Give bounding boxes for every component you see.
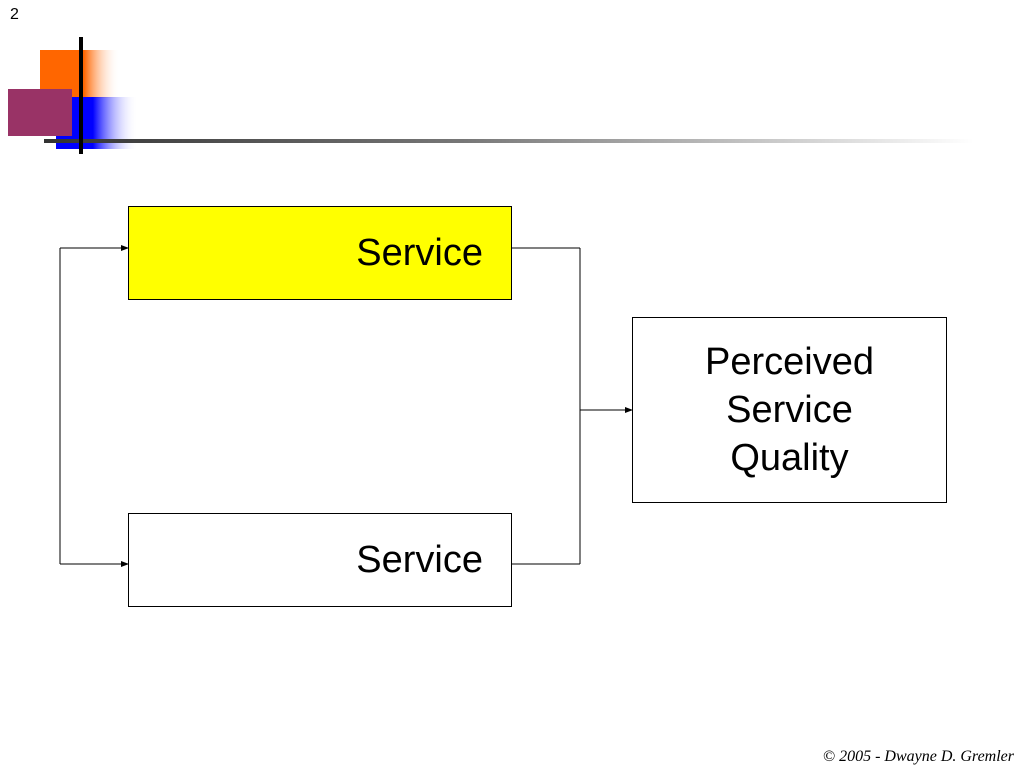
logo-vertical-bar xyxy=(79,37,83,154)
output-line-3: Quality xyxy=(730,437,849,479)
service-box-bottom-label: Service xyxy=(356,538,483,581)
slide-number: 2 xyxy=(10,6,19,23)
service-box-top: Service xyxy=(128,206,512,300)
output-line-1: Perceived xyxy=(705,341,874,383)
service-box-top-label: Service xyxy=(356,231,483,274)
perceived-service-quality-box: Perceived Service Quality xyxy=(632,317,947,503)
output-line-2: Service xyxy=(726,389,853,431)
logo-rule-line xyxy=(44,139,974,143)
decorative-logo xyxy=(8,37,974,154)
logo-magenta-square xyxy=(8,89,72,136)
copyright-footer: © 2005 - Dwayne D. Gremler xyxy=(822,748,1014,765)
service-box-bottom: Service xyxy=(128,513,512,607)
